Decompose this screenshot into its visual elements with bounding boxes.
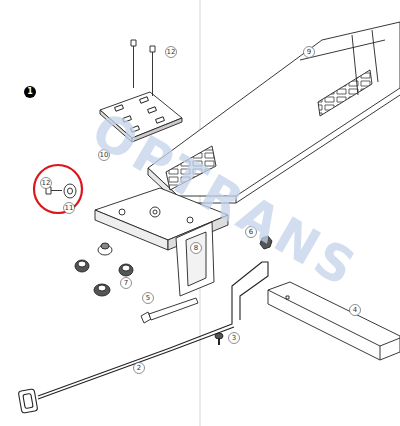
foot-part <box>75 243 133 296</box>
screw-part <box>215 333 223 345</box>
callout-number: 2 <box>137 365 141 372</box>
step-marker <box>24 86 36 98</box>
callout-number: 9 <box>307 49 311 56</box>
screw-part <box>131 40 155 96</box>
highlight-circle <box>34 165 82 213</box>
callout-number: 11 <box>65 205 74 212</box>
callout-number: 7 <box>124 280 128 287</box>
callout-number: 4 <box>353 307 357 314</box>
rail-part <box>268 282 400 360</box>
wire-bow-part <box>18 262 268 413</box>
callout-number: 12 <box>167 49 176 56</box>
callout-number: 12 <box>42 180 51 187</box>
callout-number: 8 <box>194 245 198 252</box>
step-number: 1 <box>27 88 33 96</box>
callout-number: 5 <box>146 295 150 302</box>
callout-number: 3 <box>232 335 236 342</box>
